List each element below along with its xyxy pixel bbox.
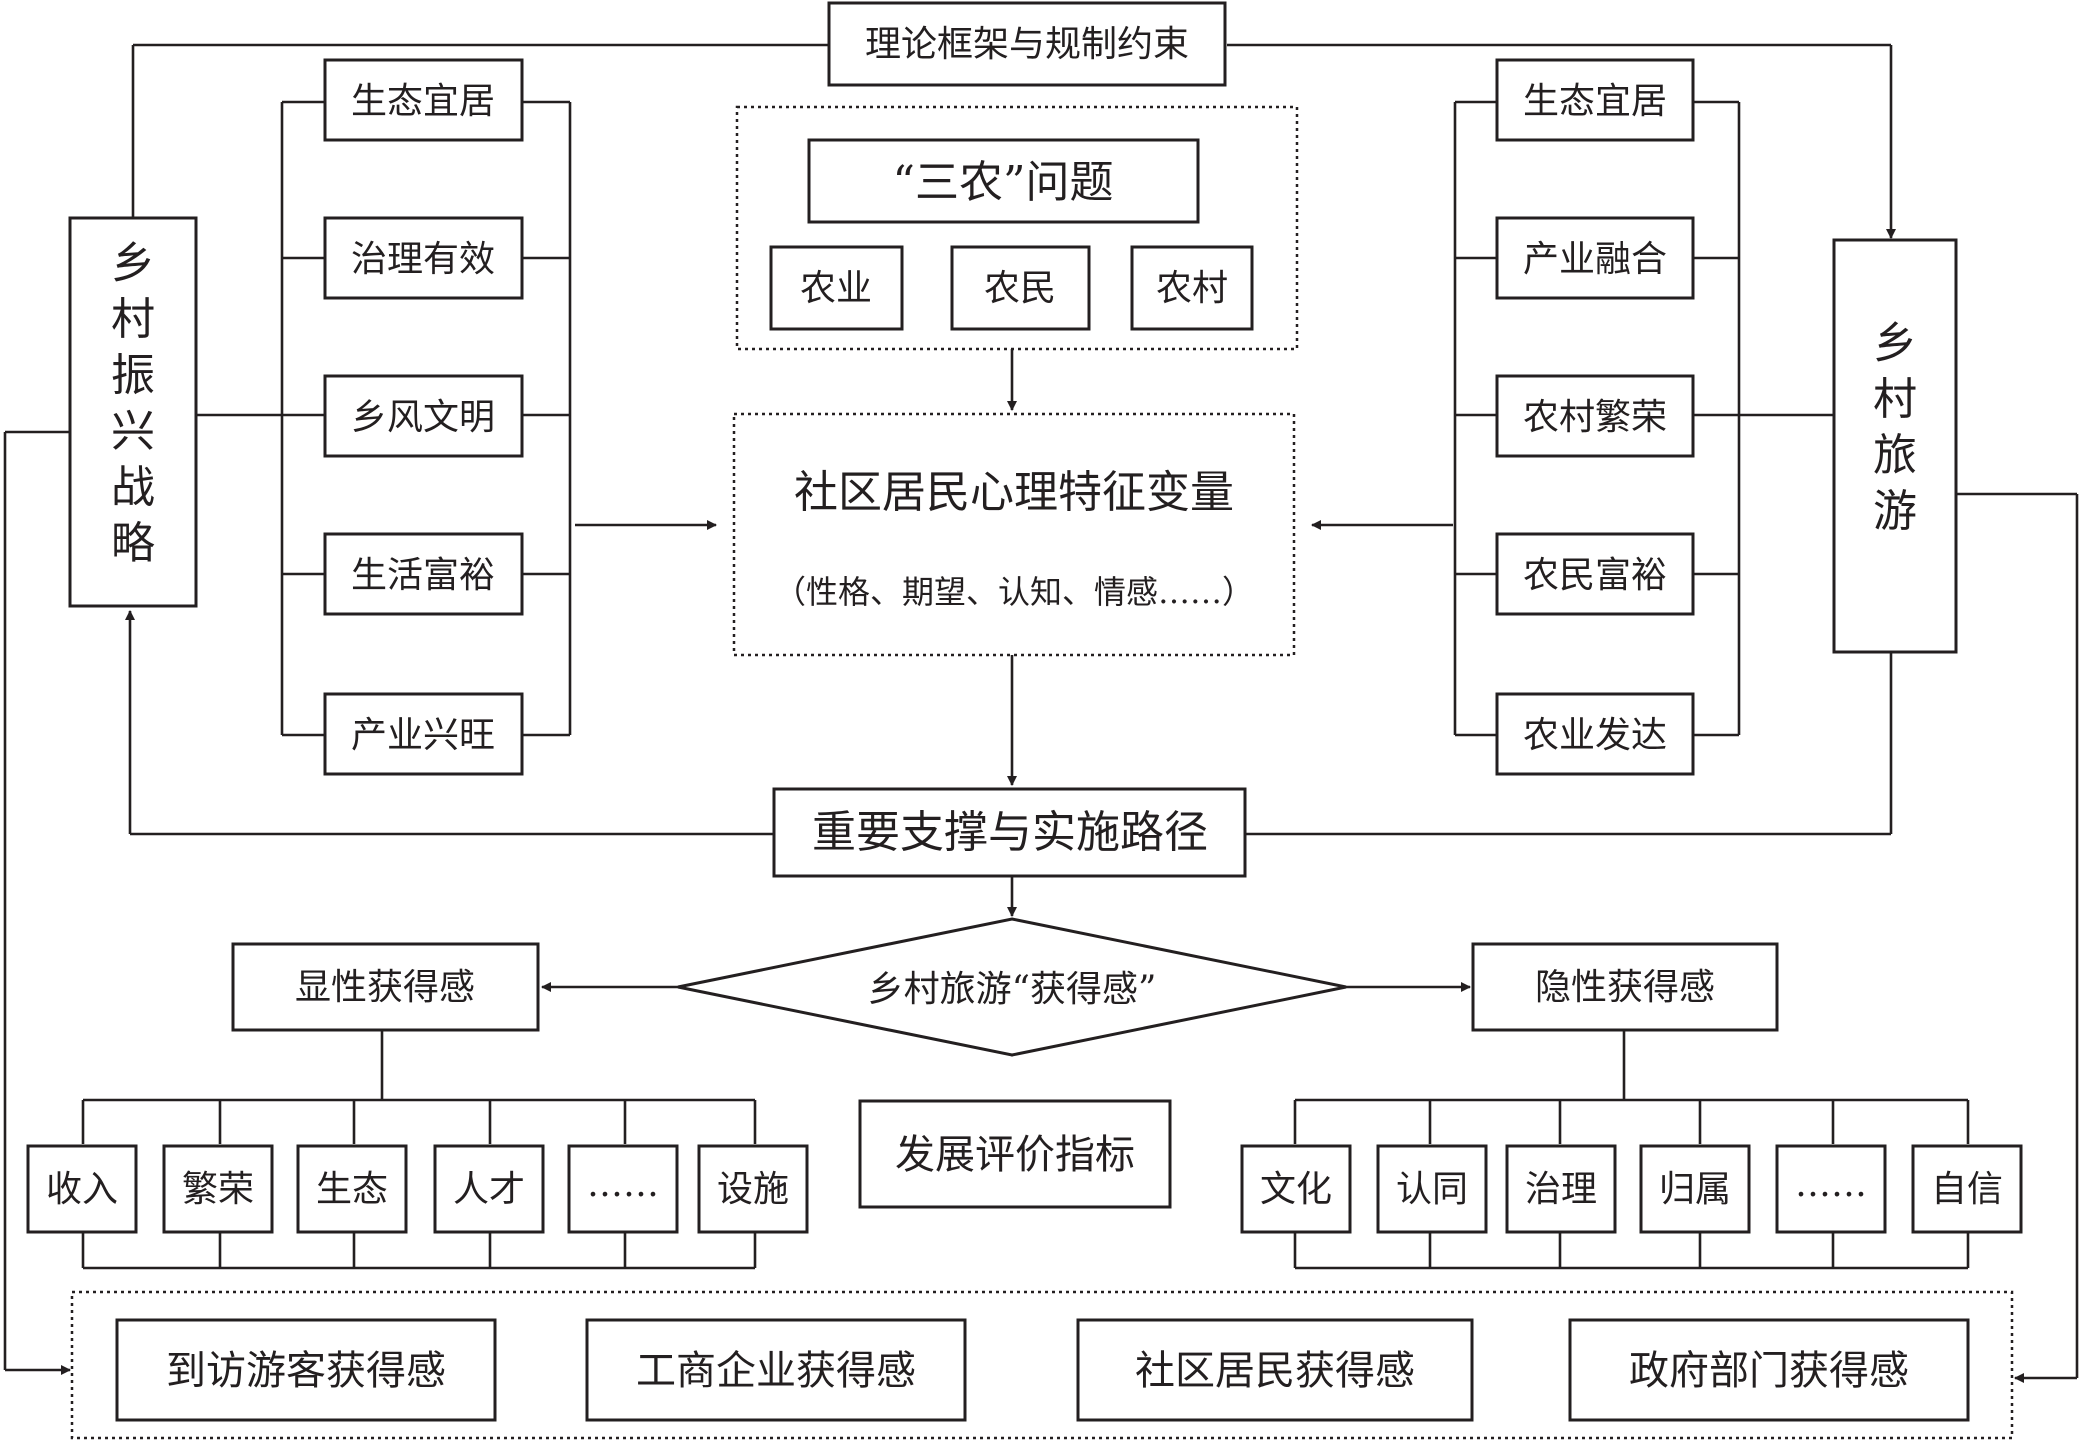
psych-variables-title: 社区居民心理特征变量	[794, 467, 1234, 518]
rural-tourism-pillar	[1832, 238, 1958, 654]
implicit-item-label: 归属	[1659, 1169, 1731, 1210]
left-goal-label: 治理有效	[351, 239, 495, 280]
gain-diamond	[677, 917, 1347, 1057]
evaluation-index-label: 发展评价指标	[895, 1132, 1135, 1178]
left-goal-box	[323, 374, 524, 458]
left-goal-label: 产业兴旺	[351, 715, 495, 756]
pillar-left-char: 乡	[111, 238, 155, 289]
explicit-item-box	[296, 1144, 408, 1234]
stakeholder-list: 到访游客获得感 工商企业获得感 社区居民获得感 政府部门获得感	[115, 1318, 1970, 1422]
implicit-item-box	[1505, 1144, 1617, 1234]
explicit-item-label: 生态	[316, 1169, 388, 1210]
right-goal-label: 农民富裕	[1523, 555, 1667, 596]
pillar-right-char: 游	[1873, 486, 1917, 537]
implicit-item-box	[1639, 1144, 1751, 1234]
theory-constraint-label: 理论框架与规制约束	[865, 24, 1189, 65]
psych-variables-group	[732, 412, 1296, 657]
explicit-item-list: 收入 繁荣 生态 人才 …… 设施	[26, 1144, 809, 1234]
pillar-right-char: 旅	[1873, 430, 1917, 481]
sannong-title-box	[807, 138, 1200, 224]
stakeholder-box	[1568, 1318, 1970, 1422]
sannong-item-box	[769, 245, 904, 331]
explicit-item-label: 繁荣	[182, 1169, 254, 1210]
implicit-gain-label: 隐性获得感	[1535, 967, 1715, 1008]
explicit-item-box	[697, 1144, 809, 1234]
explicit-item-label: 人才	[453, 1169, 525, 1210]
pillar-right-char: 乡	[1873, 318, 1917, 369]
implicit-item-label: 自信	[1931, 1169, 2003, 1210]
implicit-item-box	[1376, 1144, 1488, 1234]
sannong-group	[735, 105, 1299, 351]
right-goal-box	[1495, 216, 1695, 300]
pillar-left-char: 振	[111, 350, 155, 401]
sannong-item-label: 农业	[800, 268, 872, 309]
explicit-item-label: 设施	[717, 1169, 789, 1210]
explicit-item-label: 收入	[46, 1169, 118, 1210]
psych-variables-subtitle: （性格、期望、认知、情感……）	[774, 573, 1254, 611]
right-goal-label: 农村繁荣	[1523, 397, 1667, 438]
right-goal-box	[1495, 532, 1695, 616]
explicit-item-box	[26, 1144, 138, 1234]
rural-revitalization-pillar	[68, 216, 198, 608]
gain-diamond-label: 乡村旅游“获得感”	[868, 969, 1157, 1010]
implicit-item-label: ……	[1795, 1164, 1867, 1205]
right-goal-box	[1495, 374, 1695, 458]
pillar-left-char: 战	[111, 462, 155, 513]
explicit-gain-box	[231, 942, 540, 1032]
right-goal-box	[1495, 58, 1695, 142]
right-goal-label: 生态宜居	[1523, 81, 1667, 122]
sannong-item-box	[950, 245, 1091, 331]
explicit-item-box	[567, 1144, 679, 1234]
implicit-gain-box	[1471, 942, 1779, 1032]
implicit-item-label: 治理	[1525, 1169, 1597, 1210]
evaluation-index-box	[858, 1099, 1172, 1209]
stakeholder-box	[1076, 1318, 1474, 1422]
implicit-item-list: 文化 认同 治理 归属 …… 自信	[1240, 1144, 2023, 1234]
left-goal-box	[323, 692, 524, 776]
right-goal-list: 生态宜居 产业融合 农村繁荣 农民富裕 农业发达	[1495, 58, 1695, 776]
stakeholder-box	[585, 1318, 967, 1422]
implicit-item-label: 认同	[1396, 1169, 1468, 1210]
explicit-gain-label: 显性获得感	[295, 967, 475, 1008]
stakeholder-label: 到访游客获得感	[166, 1348, 446, 1394]
pillar-left-char: 兴	[111, 406, 155, 457]
theory-constraint-box	[827, 1, 1227, 87]
implicit-item-box	[1911, 1144, 2023, 1234]
stakeholder-box	[115, 1318, 497, 1422]
connectors	[3, 43, 2079, 1383]
stakeholder-label: 社区居民获得感	[1135, 1348, 1415, 1394]
support-path-label: 重要支撑与实施路径	[812, 807, 1208, 858]
left-goal-box	[323, 216, 524, 300]
sannong-item-box	[1130, 245, 1254, 331]
sannong-item-label: 农民	[984, 268, 1056, 309]
left-goal-list: 生态宜居 治理有效 乡风文明 生活富裕 产业兴旺	[323, 58, 524, 776]
explicit-item-label: ……	[587, 1164, 659, 1205]
left-goal-label: 生活富裕	[351, 555, 495, 596]
left-goal-label: 乡风文明	[351, 397, 495, 438]
explicit-item-box	[162, 1144, 274, 1234]
support-path-box	[772, 787, 1247, 878]
pillar-left-char: 村	[111, 294, 155, 345]
pillar-right-char: 村	[1873, 374, 1917, 425]
stakeholder-label: 政府部门获得感	[1629, 1348, 1909, 1394]
stakeholder-label: 工商企业获得感	[636, 1348, 916, 1394]
implicit-item-box	[1775, 1144, 1887, 1234]
right-goal-label: 产业融合	[1523, 239, 1667, 280]
sannong-title: “三农”问题	[893, 157, 1114, 208]
left-goal-box	[323, 58, 524, 142]
explicit-item-box	[433, 1144, 545, 1234]
left-goal-box	[323, 532, 524, 616]
implicit-item-label: 文化	[1260, 1169, 1332, 1210]
sannong-item-label: 农村	[1156, 268, 1228, 309]
implicit-item-box	[1240, 1144, 1352, 1234]
pillar-left-char: 略	[111, 518, 155, 569]
right-goal-label: 农业发达	[1523, 715, 1667, 756]
left-goal-label: 生态宜居	[351, 81, 495, 122]
right-goal-box	[1495, 692, 1695, 776]
